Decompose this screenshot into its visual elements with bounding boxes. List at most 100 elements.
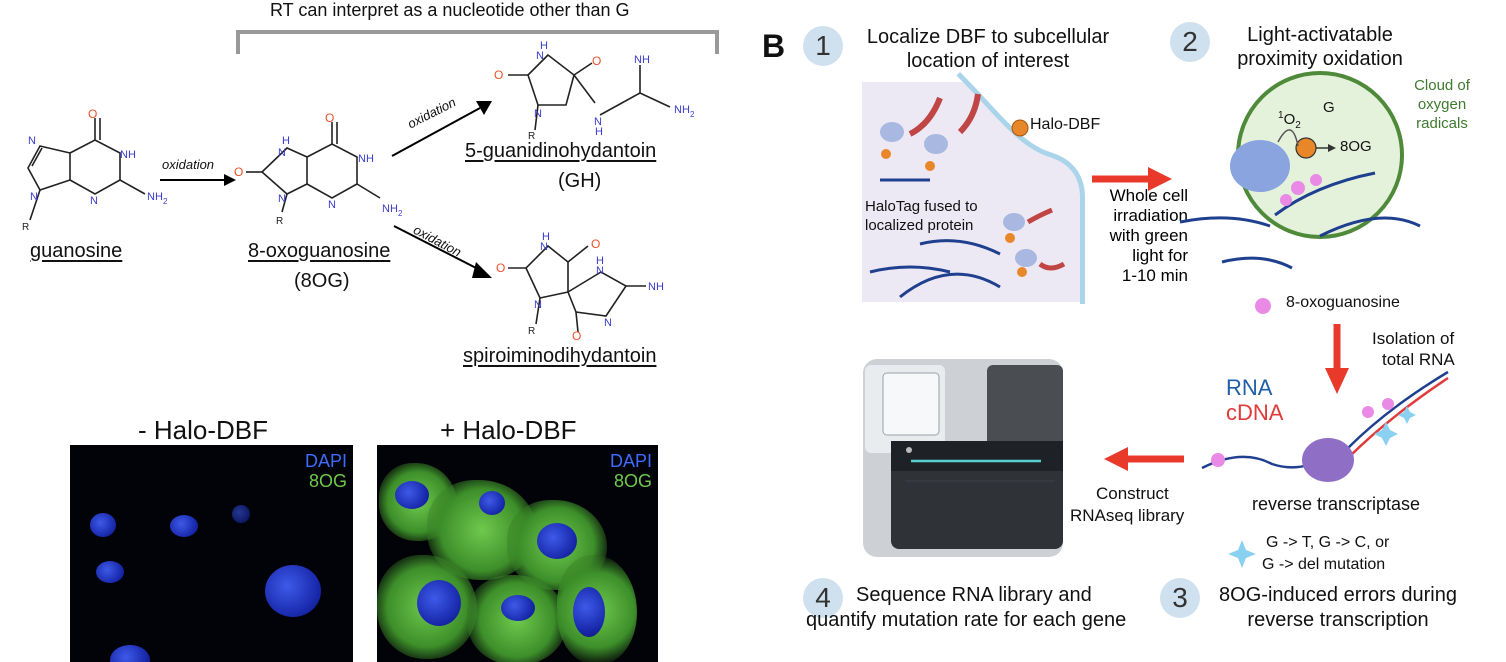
step-1-line-2: location of interest <box>906 50 1070 72</box>
mutation-line-1: G -> T, G -> C, or <box>1266 534 1390 551</box>
oxidation-arrow-1 <box>160 174 236 186</box>
svg-text:N: N <box>604 317 612 329</box>
svg-text:O: O <box>234 165 243 179</box>
halo-dbf-label: Halo-DBF <box>1030 116 1101 133</box>
micro-image-minus: DAPI 8OG <box>70 445 353 662</box>
oxoguanosine-legend-icon <box>1255 298 1271 314</box>
rna-label: RNA <box>1226 375 1273 400</box>
irradiation-text: Whole cell irradiation with green light … <box>1109 186 1188 285</box>
rt-bracket <box>236 30 719 54</box>
svg-text:O: O <box>325 112 334 125</box>
construct-line-2: RNAseq library <box>1070 506 1185 525</box>
svg-text:O: O <box>496 261 505 275</box>
guanosine-label: guanosine <box>30 240 123 262</box>
svg-text:O: O <box>591 237 600 251</box>
isolation-line-1: Isolation of <box>1372 329 1455 348</box>
svg-text:R: R <box>276 216 283 227</box>
oxidation-arrow-3 <box>393 225 492 278</box>
step-3-line-1: 8OG-induced errors during <box>1219 584 1457 606</box>
halotag-line-1: HaloTag fused to <box>865 198 978 215</box>
svg-text:R: R <box>22 222 29 233</box>
step-2-line-2: proximity oxidation <box>1237 48 1403 70</box>
svg-text:N: N <box>28 135 36 147</box>
cdna-label: cDNA <box>1226 400 1284 425</box>
irradiation-arrow <box>1092 167 1172 191</box>
guanosine-structure: O NH N N N NH 2 R <box>22 108 168 233</box>
8og-cloud-label: 8OG <box>1340 138 1372 155</box>
panel-b-letter: B <box>762 28 786 64</box>
svg-text:NH: NH <box>382 203 398 215</box>
svg-text:N: N <box>596 265 604 277</box>
svg-text:2: 2 <box>163 197 168 206</box>
gh-structure: H N O O N N H NH NH 2 R <box>494 40 695 142</box>
step-4-number: 4 <box>803 578 843 618</box>
g-label: G <box>1323 99 1335 116</box>
step-1-line-1: Localize DBF to subcellular <box>866 26 1110 48</box>
reverse-transcription-illustration <box>1201 370 1449 482</box>
spiro-structure: H N O O N H N NH N O R <box>496 232 664 342</box>
oxidation-arrow-2 <box>391 101 492 157</box>
svg-text:H: H <box>596 255 604 267</box>
svg-text:H: H <box>595 126 603 138</box>
svg-text:N: N <box>534 299 542 311</box>
mutation-star-icon <box>1228 540 1256 568</box>
halotag-line-2: localized protein <box>865 217 974 234</box>
micro-image-plus: DAPI 8OG <box>377 445 658 662</box>
step-1-number: 1 <box>803 26 843 66</box>
svg-text:NH: NH <box>634 54 650 66</box>
svg-text:N: N <box>328 199 336 211</box>
svg-text:R: R <box>528 131 535 142</box>
svg-text:H: H <box>542 232 550 243</box>
svg-text:N: N <box>90 195 98 207</box>
svg-text:N: N <box>278 193 286 205</box>
micro-right-title: + Halo-DBF <box>440 415 577 445</box>
svg-text:N: N <box>30 191 38 203</box>
svg-text:R: R <box>528 326 535 337</box>
svg-text:2: 2 <box>690 110 695 119</box>
micro-left-dapi: DAPI <box>304 451 347 471</box>
gh-abbrev: (GH) <box>558 170 602 192</box>
svg-text:NH: NH <box>120 149 136 161</box>
svg-text:NH: NH <box>147 191 163 203</box>
mutation-line-2: G -> del mutation <box>1262 556 1386 573</box>
step-3-number: 3 <box>1160 578 1200 618</box>
svg-text:O: O <box>572 329 581 342</box>
svg-text:O: O <box>88 108 97 121</box>
sequencer-illustration <box>863 359 1063 557</box>
isolation-line-2: total RNA <box>1382 350 1455 369</box>
svg-text:NH: NH <box>648 281 664 293</box>
svg-text:N: N <box>278 147 286 159</box>
step-3-line-2: reverse transcription <box>1247 609 1429 631</box>
svg-text:NH: NH <box>358 153 374 165</box>
cell-illustration <box>862 72 1100 304</box>
svg-text:2: 2 <box>398 209 403 218</box>
oxoguanosine-legend: 8-oxoguanosine <box>1286 294 1400 311</box>
svg-text:NH: NH <box>674 104 690 116</box>
svg-text:O: O <box>494 68 503 82</box>
reverse-transcriptase-label: reverse transcriptase <box>1252 494 1421 514</box>
svg-text:H: H <box>540 40 548 52</box>
micro-right-8og: 8OG <box>613 471 652 491</box>
cloud-text: Cloud of oxygen radicals <box>1414 77 1470 132</box>
svg-text:N: N <box>594 116 602 128</box>
gh-label: 5-guanidinohydantoin <box>465 140 657 162</box>
oxidation-label-1: oxidation <box>162 157 215 172</box>
isolation-arrow <box>1325 324 1349 394</box>
svg-text:H: H <box>282 135 290 147</box>
oxoguanosine-label: 8-oxoguanosine <box>248 240 391 262</box>
micro-right-dapi: DAPI <box>609 451 652 471</box>
svg-text:N: N <box>534 108 542 120</box>
step-4-line-2: quantify mutation rate for each gene <box>806 609 1127 631</box>
svg-text:N: N <box>540 241 548 253</box>
spiro-label: spiroiminodihydantoin <box>463 345 657 367</box>
micro-left-8og: 8OG <box>308 471 347 491</box>
oxidation-cloud-illustration <box>1180 71 1421 270</box>
construct-arrow <box>1104 447 1184 471</box>
micro-left-title: - Halo-DBF <box>138 415 269 445</box>
step-2-number: 2 <box>1170 22 1210 62</box>
svg-text:N: N <box>536 50 544 62</box>
construct-line-1: Construct <box>1096 484 1169 503</box>
svg-text:O: O <box>592 54 601 68</box>
bracket-label: RT can interpret as a nucleotide other t… <box>270 0 630 20</box>
singlet-oxygen-label: 1O2 <box>1278 110 1301 131</box>
